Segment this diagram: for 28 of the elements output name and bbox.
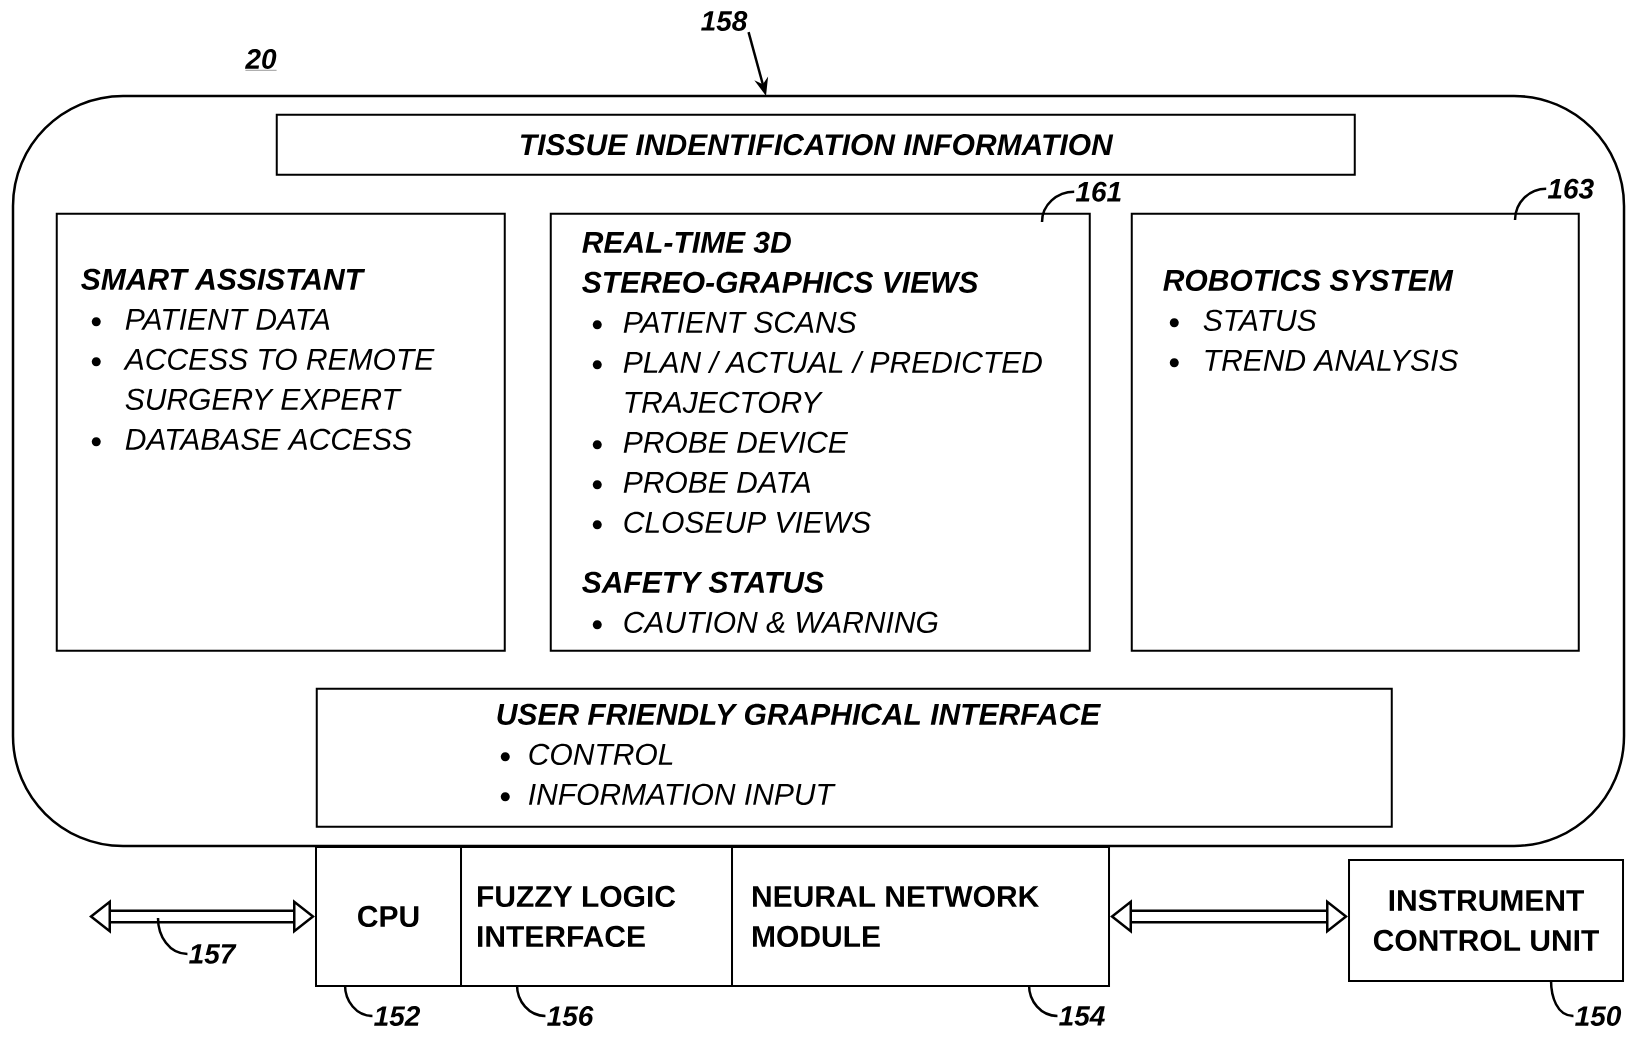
double-arrow — [89, 899, 315, 934]
callout-number: 163 — [1547, 178, 1594, 199]
module-box: CPU — [315, 846, 462, 987]
callout-number: 150 — [1575, 1006, 1622, 1026]
leader-line — [1549, 979, 1574, 1018]
leader-line — [156, 917, 188, 956]
module-box: NEURAL NETWORK MODULE — [731, 846, 1110, 987]
double-arrow — [1110, 899, 1348, 934]
callout-number: 158 — [701, 11, 748, 31]
panel-box: REAL-TIME 3D STEREO-GRAPHICS VIEWS PATIENT SCANS PLAN / ACTUAL / PREDICTED TRAJECTORY PROBE DEVICE PROBE DATA CLOSEUP VIEWS SAFETY STATUS CAUTION & WARNING — [549, 212, 1091, 652]
panel-box: USER FRIENDLY GRAPHICAL INTERFACE CONTROL INFORMATION INPUT — [315, 687, 1393, 828]
callout-number: 152 — [374, 1006, 421, 1026]
leader-line — [1027, 984, 1058, 1018]
module-box: FUZZY LOGIC INTERFACE — [460, 846, 733, 987]
leader-line — [1040, 190, 1075, 223]
callout-number: 156 — [547, 1006, 594, 1026]
title-box: TISSUE INDENTIFICATION INFORMATION — [275, 113, 1356, 176]
leader-line — [343, 984, 373, 1018]
unit-box: INSTRUMENT CONTROL UNIT — [1348, 859, 1624, 982]
figure-number: 20 — [245, 49, 277, 71]
leader-line — [1513, 187, 1547, 221]
callout-number: 154 — [1059, 1006, 1105, 1026]
callout-number: 157 — [189, 944, 237, 964]
callout-number: 161 — [1075, 181, 1121, 202]
leader-line — [515, 984, 546, 1018]
display-frame — [11, 94, 1626, 848]
panel-box: SMART ASSISTANT PATIENT DATA ACCESS TO REMOTE SURGERY EXPERT DATABASE ACCESS — [55, 212, 506, 652]
panel-box: ROBOTICS SYSTEM STATUS TREND ANALYSIS — [1130, 212, 1580, 652]
